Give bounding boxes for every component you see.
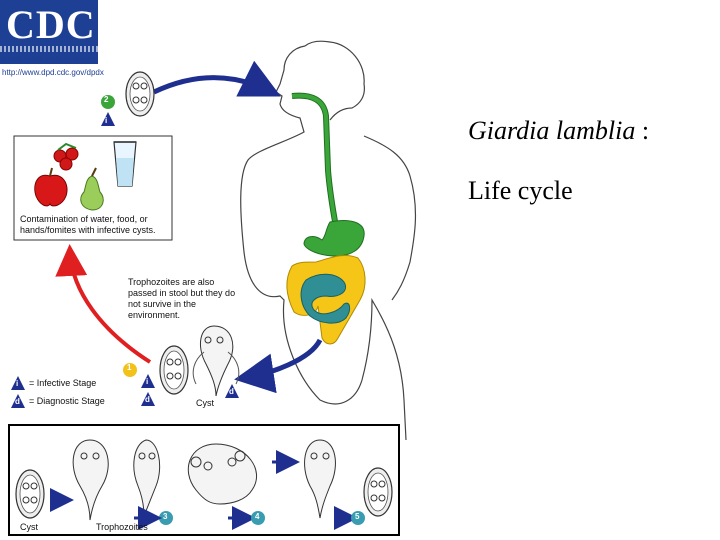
step-3-badge bbox=[159, 511, 173, 525]
water-glass-icon bbox=[113, 141, 137, 187]
apple-icon bbox=[34, 167, 68, 207]
cdc-logo-stripes bbox=[0, 46, 98, 52]
bottom-dividing-trophozoite bbox=[187, 443, 258, 505]
bottom-cyst-right bbox=[363, 467, 393, 517]
diagnostic-symbol-troph bbox=[225, 384, 239, 398]
legend-diagnostic-icon bbox=[11, 394, 25, 408]
step-4-badge bbox=[251, 511, 265, 525]
legend-diagnostic-label: = Diagnostic Stage bbox=[29, 396, 105, 406]
legend-diagnostic-symbol: d bbox=[15, 397, 20, 406]
step-4-label: 4 bbox=[255, 512, 260, 521]
bottom-panel bbox=[8, 424, 400, 536]
legend-infective-icon bbox=[11, 376, 25, 390]
human-body-outline bbox=[240, 40, 417, 441]
infective-symbol-stool-label: i bbox=[146, 377, 149, 386]
esophagus-fill bbox=[291, 93, 338, 229]
diagnostic-symbol-stool-label: d bbox=[145, 395, 150, 404]
cdc-logo: CDC bbox=[0, 0, 98, 64]
step-3-label: 3 bbox=[163, 512, 168, 521]
contamination-text: Contamination of water, food, or hands/f… bbox=[20, 214, 156, 235]
bottom-trophozoite-3 bbox=[304, 439, 336, 519]
excretion-arrow bbox=[234, 338, 323, 394]
bottom-cyst-left bbox=[15, 469, 45, 519]
cyst-label: Cyst bbox=[196, 398, 214, 408]
large-intestine bbox=[286, 255, 366, 345]
infective-symbol-top bbox=[101, 112, 115, 126]
stool-trophozoite bbox=[192, 325, 240, 397]
ingestion-arrow bbox=[152, 60, 281, 97]
diagnostic-symbol-stool bbox=[141, 392, 155, 406]
stool-cyst bbox=[159, 345, 189, 395]
infective-cyst-top bbox=[125, 71, 155, 117]
slide-title: Giardia lamblia : bbox=[468, 116, 649, 146]
cdc-logo-text: CDC bbox=[6, 2, 96, 47]
contamination-arrow bbox=[55, 244, 152, 364]
bottom-cyst-label: Cyst bbox=[20, 522, 38, 532]
cdc-tagline: SAFER • HEALTHIER • PEOPLE™ bbox=[2, 57, 98, 63]
raspberry-icon bbox=[53, 142, 79, 171]
diagnostic-symbol-troph-label: d bbox=[229, 387, 234, 396]
bottom-trophozoite-1 bbox=[72, 439, 109, 521]
step-2-label: 2 bbox=[104, 95, 109, 104]
legend-infective-label: = Infective Stage bbox=[29, 378, 97, 388]
slide-title-suffix: : bbox=[635, 116, 650, 145]
infective-symbol-stool bbox=[141, 374, 155, 388]
step-5-badge bbox=[351, 511, 365, 525]
step-5-label: 5 bbox=[355, 512, 360, 521]
legend-infective-symbol: i bbox=[16, 379, 19, 388]
bottom-trophozoite-label: Trophozoites bbox=[96, 522, 148, 532]
slide-title-italic: Giardia lamblia bbox=[468, 116, 636, 145]
trophozoite-note: Trophozoites are also passed in stool bu… bbox=[128, 277, 236, 320]
pear-icon bbox=[80, 167, 104, 211]
slide-subtitle: Life cycle bbox=[468, 176, 573, 205]
source-url[interactable]: http://www.dpd.cdc.gov/dpdx bbox=[2, 68, 104, 77]
small-intestine bbox=[300, 273, 351, 324]
infective-symbol-top-label: i bbox=[105, 116, 108, 125]
step-1-label: 1 bbox=[127, 363, 132, 372]
stomach bbox=[303, 220, 365, 257]
step-1-badge bbox=[123, 363, 137, 377]
step-2-badge bbox=[101, 95, 115, 109]
